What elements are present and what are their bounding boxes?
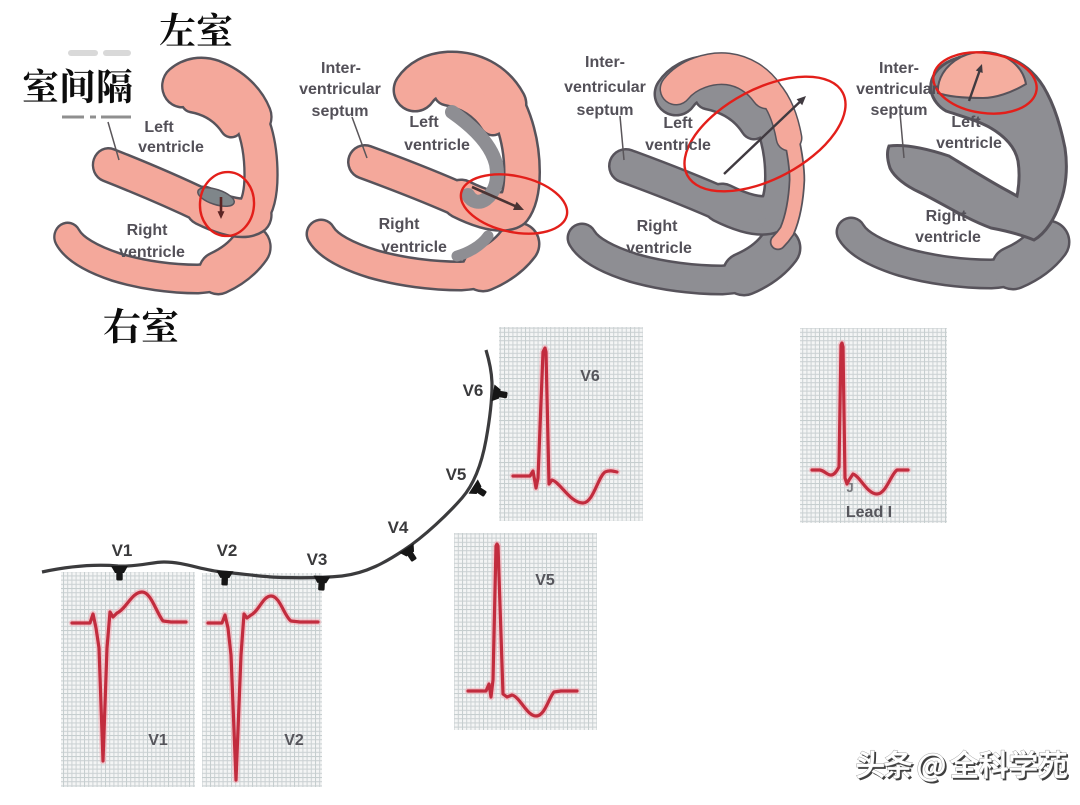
svg-text:Right: Right xyxy=(637,218,679,235)
svg-text:septum: septum xyxy=(871,102,928,119)
svg-text:Inter-: Inter- xyxy=(585,54,625,71)
svg-text:Left: Left xyxy=(663,115,693,132)
svg-text:V2: V2 xyxy=(284,732,304,749)
svg-text:ventricle: ventricle xyxy=(119,244,185,261)
svg-text:ventricle: ventricle xyxy=(915,229,981,246)
svg-text:ventricular: ventricular xyxy=(564,79,646,96)
svg-text:J: J xyxy=(846,480,853,495)
svg-text:ventricle: ventricle xyxy=(626,240,692,257)
svg-text:Left: Left xyxy=(144,119,174,136)
svg-text:V2: V2 xyxy=(217,541,238,560)
svg-text:V1: V1 xyxy=(112,541,133,560)
svg-text:Inter-: Inter- xyxy=(321,60,361,77)
svg-text:ventricular: ventricular xyxy=(299,81,381,98)
svg-text:V6: V6 xyxy=(580,368,600,385)
svg-text:V4: V4 xyxy=(388,518,409,537)
svg-text:ventricle: ventricle xyxy=(404,137,470,154)
svg-text:septum: septum xyxy=(312,103,369,120)
svg-text:ventricular: ventricular xyxy=(856,81,938,98)
svg-text:V6: V6 xyxy=(463,381,484,400)
svg-text:Right: Right xyxy=(379,216,421,233)
svg-text:Lead I: Lead I xyxy=(846,504,892,521)
svg-text:ventricle: ventricle xyxy=(936,135,1002,152)
svg-text:ventricle: ventricle xyxy=(645,137,711,154)
svg-text:Left: Left xyxy=(951,114,981,131)
svg-text:V3: V3 xyxy=(307,550,328,569)
svg-text:Inter-: Inter- xyxy=(879,60,919,77)
svg-text:Left: Left xyxy=(409,114,439,131)
svg-text:ventricle: ventricle xyxy=(138,139,204,156)
svg-text:V5: V5 xyxy=(446,465,467,484)
svg-text:septum: septum xyxy=(577,102,634,119)
svg-text:Right: Right xyxy=(926,208,968,225)
svg-text:V1: V1 xyxy=(148,732,168,749)
svg-text:V5: V5 xyxy=(535,572,555,589)
svg-text:ventricle: ventricle xyxy=(381,239,447,256)
svg-text:Right: Right xyxy=(127,222,169,239)
